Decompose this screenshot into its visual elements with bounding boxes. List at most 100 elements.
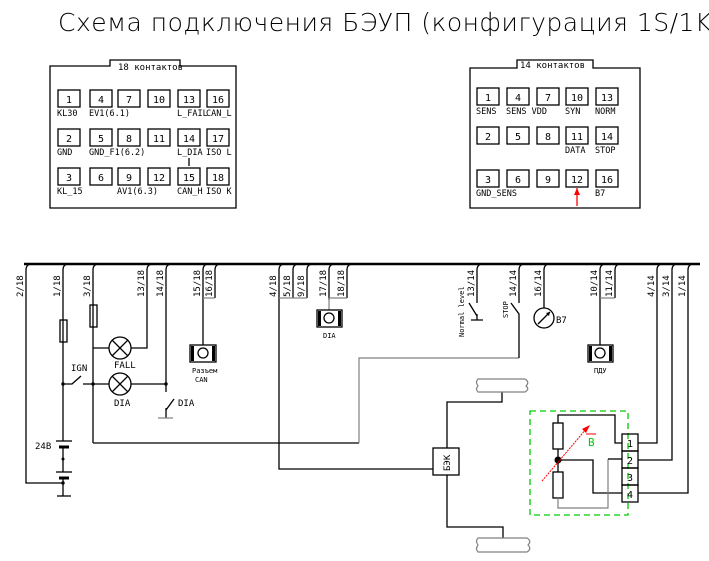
wire-label: 18/18 bbox=[337, 270, 347, 297]
wire-label: 15/18 bbox=[193, 270, 203, 297]
dia-connector-icon bbox=[316, 309, 343, 328]
wire-label: 17/18 bbox=[319, 270, 329, 297]
ign-label: IGN bbox=[71, 364, 87, 374]
bek-block: БЭК bbox=[432, 447, 460, 476]
sensor-block: B 1 2 3 4 bbox=[529, 410, 639, 516]
wire-1-14: 1/14 bbox=[678, 263, 695, 300]
pin-7: 7 bbox=[117, 89, 141, 108]
pin-number: 8 bbox=[126, 134, 132, 145]
pin-number: 3 bbox=[485, 175, 491, 186]
pin-number: 6 bbox=[515, 175, 521, 186]
dia-connector-label: DIA bbox=[323, 332, 336, 340]
bek-label: БЭК bbox=[443, 454, 453, 471]
wire-3-18: 3/18 bbox=[83, 263, 100, 300]
pin-6: 6 bbox=[89, 167, 113, 186]
pin-number: 4 bbox=[98, 95, 104, 106]
pin-label: L_DIA bbox=[177, 148, 203, 158]
normal-level-label: Normal level bbox=[458, 286, 466, 337]
pin-13: 13L_FAIL bbox=[177, 89, 208, 119]
pin-3: 3KL_15 bbox=[57, 167, 83, 197]
connector-14-label: 14 контактов bbox=[520, 61, 585, 71]
pdu-label: ПДУ bbox=[594, 367, 607, 375]
pin-label: AV1(6.3) bbox=[117, 187, 158, 197]
pin-number: 11 bbox=[153, 134, 165, 145]
wire-label: 13/18 bbox=[137, 270, 147, 297]
pin-label: DATA bbox=[565, 146, 585, 156]
fuse-icon bbox=[59, 319, 68, 343]
wire-16-14: 16/14 bbox=[534, 263, 551, 300]
pin-number: 16 bbox=[212, 95, 224, 106]
wire-3-14: 3/14 bbox=[662, 263, 679, 300]
stop-label: STOP bbox=[502, 301, 510, 318]
pin-label: NORM bbox=[595, 107, 615, 117]
wire-18-18: 18/18 bbox=[329, 263, 354, 299]
battery-label: 24В bbox=[35, 442, 51, 452]
wire-14-14: 14/14 bbox=[509, 263, 526, 300]
pin-12: 12 bbox=[565, 169, 589, 188]
can-connector-label-1: Разъем bbox=[192, 367, 218, 375]
terminal-number: 3 bbox=[627, 473, 633, 484]
wire-label: 1/14 bbox=[678, 275, 688, 297]
pin-label: EV1(6.1) bbox=[89, 109, 130, 119]
wire-4-18: 4/18 bbox=[269, 263, 286, 300]
dia-switch-icon bbox=[165, 384, 175, 411]
pin-number: 17 bbox=[212, 134, 224, 145]
pin-number: 2 bbox=[485, 132, 491, 143]
pin-label: SENS bbox=[476, 107, 496, 117]
stop-switch-icon bbox=[510, 300, 520, 358]
wire-4-14: 4/14 bbox=[647, 263, 664, 300]
pin-number: 10 bbox=[153, 95, 165, 106]
connector-18-label: 18 контактов bbox=[118, 63, 183, 73]
pin-12: 12 bbox=[147, 167, 171, 186]
wire-label: 16/14 bbox=[534, 270, 544, 297]
pin-number: 18 bbox=[212, 173, 224, 184]
wire-16-18: 16/18 bbox=[203, 263, 222, 299]
can-connector-label-2: CAN bbox=[195, 376, 208, 384]
terminal-number: 4 bbox=[627, 490, 633, 501]
pin-number: 14 bbox=[183, 134, 195, 145]
wire-11-14: 11/14 bbox=[600, 263, 622, 299]
normal-level-switch-icon bbox=[468, 300, 483, 321]
pin-number: 15 bbox=[183, 173, 195, 184]
pin-10: 10 bbox=[147, 89, 171, 108]
pin-number: 16 bbox=[601, 175, 613, 186]
pin-number: 9 bbox=[545, 175, 551, 186]
pin-number: 1 bbox=[66, 95, 72, 106]
wire-label: 2/18 bbox=[16, 275, 26, 297]
pin-5: 5 bbox=[506, 126, 530, 145]
pin-number: 12 bbox=[571, 175, 583, 186]
wire-label: 1/18 bbox=[53, 275, 63, 297]
wire-9-18: 9/18 bbox=[293, 263, 314, 299]
wire-13-14: 13/14 bbox=[467, 263, 484, 300]
wire-14-18: 14/18 bbox=[156, 263, 173, 300]
power-circuit: FALL DIA IGN DIA 24В bbox=[25, 300, 519, 497]
pin-label: GND_F1(6.2) bbox=[89, 148, 145, 158]
lamp-fall-label: FALL bbox=[114, 361, 136, 371]
wire-label: 14/14 bbox=[509, 270, 519, 297]
field-arrow-icon bbox=[582, 425, 590, 433]
wire-label: 4/18 bbox=[269, 275, 279, 297]
pin-number: 5 bbox=[515, 132, 521, 143]
pin-9: 9 bbox=[536, 169, 560, 188]
pin-number: 1 bbox=[485, 93, 491, 104]
wire-label: 9/18 bbox=[297, 275, 307, 297]
lamp-dia-label: DIA bbox=[114, 399, 131, 409]
pin-number: 8 bbox=[545, 132, 551, 143]
terminal-number: 1 bbox=[627, 439, 633, 450]
field-label: B bbox=[588, 436, 595, 449]
pin-label: SYN bbox=[565, 107, 580, 117]
terminal-number: 2 bbox=[627, 456, 633, 467]
wire-13-18: 13/18 bbox=[137, 263, 154, 300]
pin-label: STOP bbox=[595, 146, 615, 156]
fuse-icon bbox=[89, 304, 98, 328]
wire-label: 3/18 bbox=[83, 275, 93, 297]
can-connector-icon bbox=[189, 344, 217, 363]
